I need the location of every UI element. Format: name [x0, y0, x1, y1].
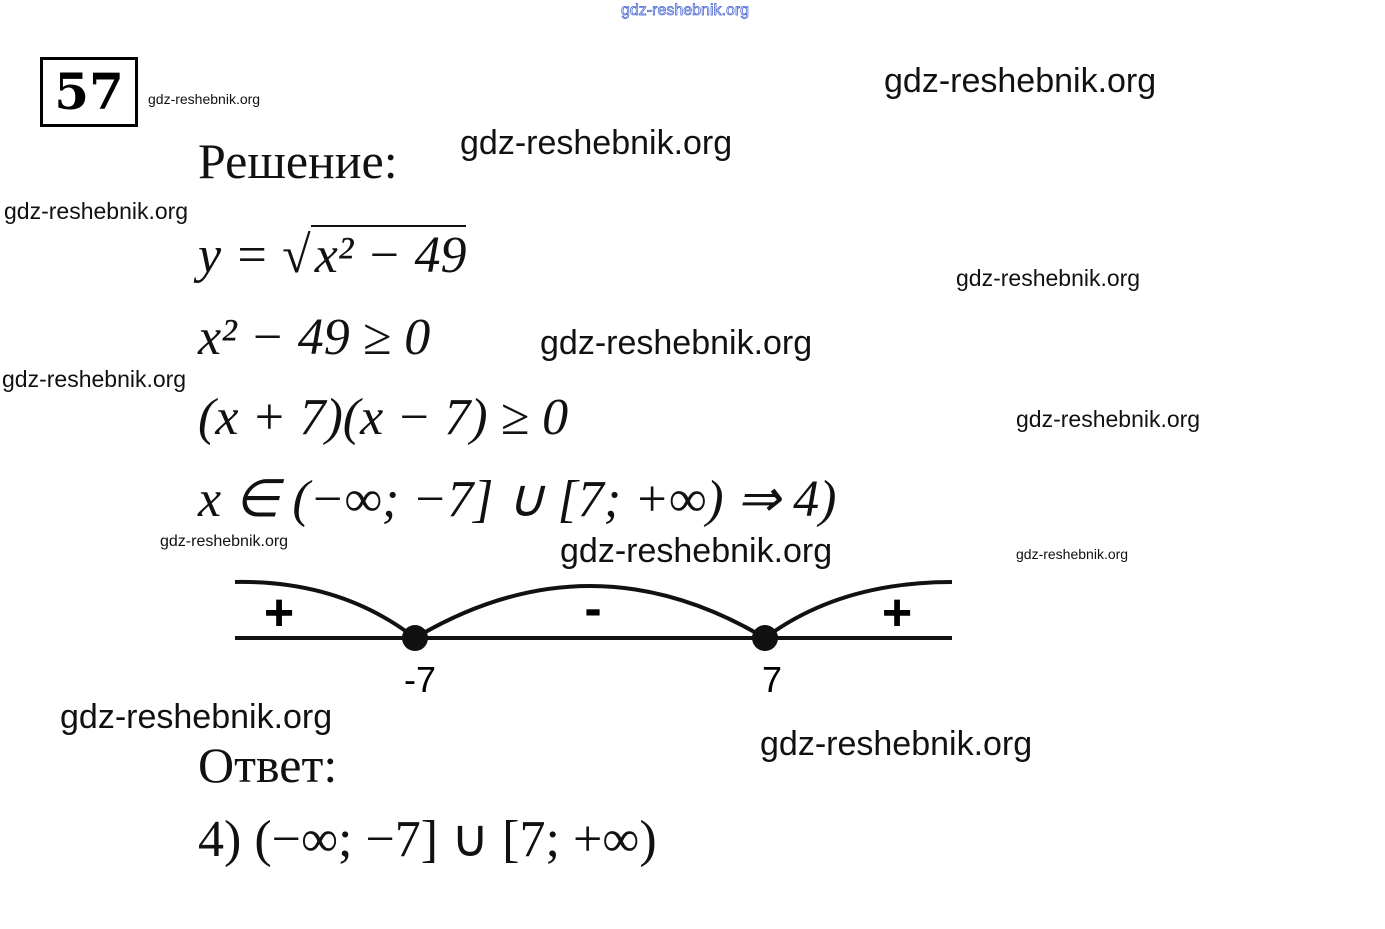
point-minus-7	[402, 625, 428, 651]
sign-arc-right	[763, 580, 953, 640]
radicand: x² − 49	[310, 225, 467, 284]
watermark: gdz-reshebnik.org	[460, 124, 733, 162]
watermark: gdz-reshebnik.org	[1016, 546, 1129, 562]
inequality-factored: (x + 7)(x − 7) ≥ 0	[198, 389, 569, 446]
watermark: gdz-reshebnik.org	[560, 532, 833, 570]
problem-number: 57	[40, 57, 138, 127]
watermark: gdz-reshebnik.org	[760, 725, 1033, 763]
watermark: gdz-reshebnik.org	[2, 366, 187, 392]
label-minus-7: -7	[404, 659, 436, 700]
watermark: gdz-reshebnik.org	[4, 198, 189, 224]
sqrt-sign: √	[282, 227, 311, 284]
watermark: gdz-reshebnik.org	[884, 62, 1157, 100]
sign-plus-right: +	[882, 584, 912, 642]
number-line: + - + -7 7	[234, 579, 953, 700]
solution-set: x ∈ (−∞; −7] ∪ [7; +∞) ⇒ 4)	[198, 471, 837, 528]
watermark: gdz-reshebnik.org	[148, 91, 261, 107]
label-7: 7	[762, 659, 782, 700]
sign-plus-left: +	[264, 584, 294, 642]
answer: 4) (−∞; −7] ∪ [7; +∞)	[198, 811, 657, 868]
sign-arc-middle	[413, 584, 767, 640]
watermark: gdz-reshebnik.org	[160, 533, 289, 550]
watermark: gdz-reshebnik.org	[1016, 406, 1201, 432]
answer-heading: Ответ:	[198, 737, 338, 793]
sign-minus: -	[584, 580, 601, 638]
watermark: gdz-reshebnik.org	[540, 324, 813, 362]
inequality-domain: x² − 49 ≥ 0	[198, 309, 431, 366]
equation-lhs: y =	[198, 227, 283, 284]
sign-arc-left	[234, 579, 417, 640]
point-7	[752, 625, 778, 651]
equation-function: y = √x² − 49	[198, 225, 467, 284]
solution-heading: Решение:	[198, 133, 398, 189]
watermark: gdz-reshebnik.org	[956, 265, 1141, 291]
watermark-top: gdz-reshebnik.org	[621, 2, 750, 19]
watermark: gdz-reshebnik.org	[60, 698, 333, 736]
